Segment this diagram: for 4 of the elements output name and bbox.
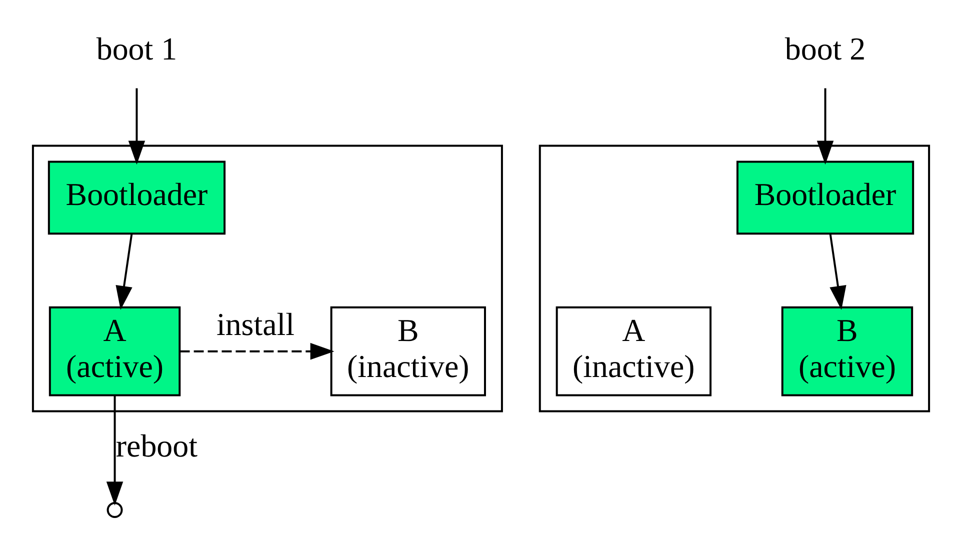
- edge-label: install: [216, 306, 294, 342]
- node-text: boot 1: [96, 32, 177, 67]
- node-text: boot 2: [784, 32, 866, 67]
- edge-label: reboot: [115, 428, 197, 464]
